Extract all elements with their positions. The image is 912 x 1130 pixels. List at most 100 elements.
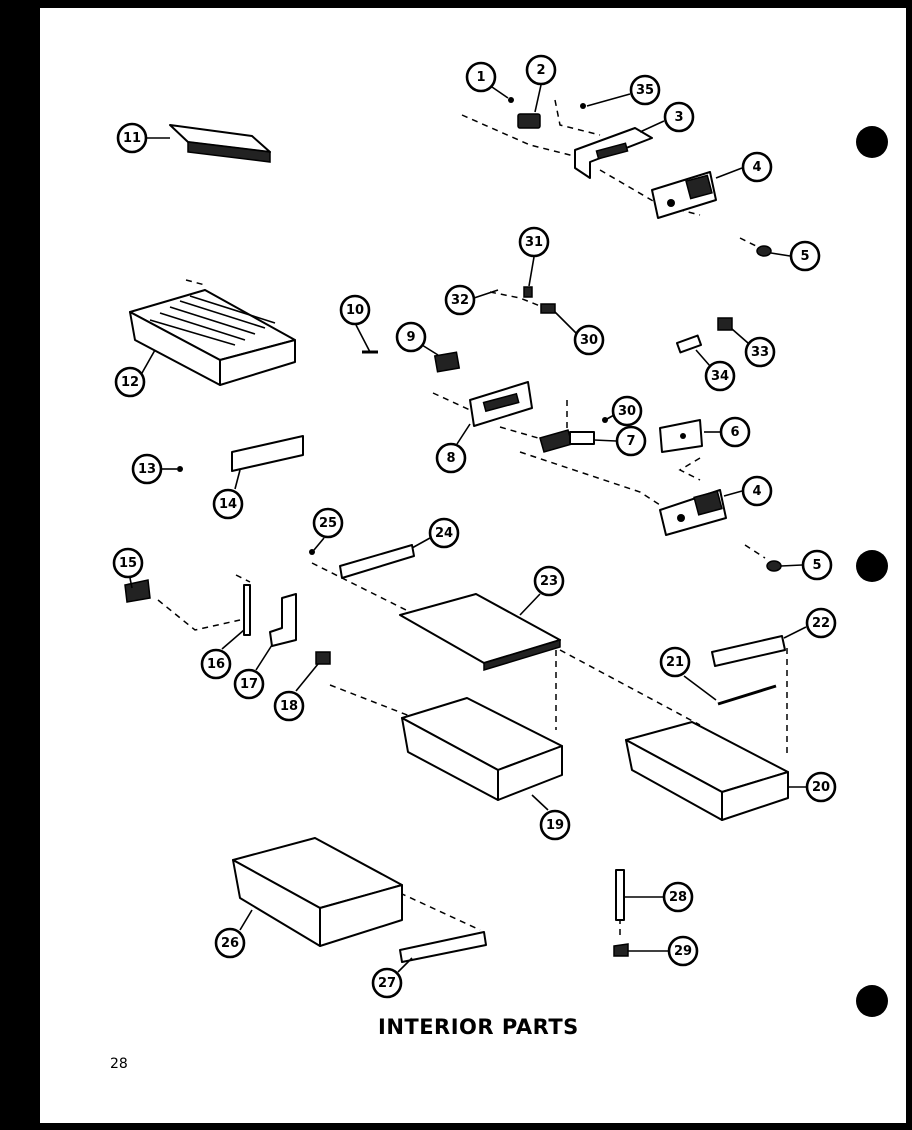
part-5-knob-lower [766,560,803,572]
callout-4: 4 [741,151,773,183]
callout-number: 30 [618,404,636,419]
callout-35: 35 [629,74,661,106]
callout-5: 5 [801,549,833,581]
part-11-ice-tray [147,124,271,163]
callout-number: 14 [219,497,237,512]
callout-25: 25 [312,507,344,539]
part-26-vegetable-drawer [232,837,403,947]
part-15-clip [124,577,151,603]
callout-number: 26 [221,936,239,951]
callout-11: 11 [116,122,148,154]
callout-1: 1 [465,61,497,93]
part-10-pin [355,324,378,354]
part-18-cap [295,651,331,692]
part-7-switch [539,414,617,453]
small-fastener-group [473,256,577,334]
callout-33: 33 [744,336,776,368]
callout-number: 17 [240,677,258,692]
callout-number: 23 [540,574,558,589]
callout-26: 26 [214,927,246,959]
part-33-34-sleeve [675,317,749,367]
callout-10: 10 [339,294,371,326]
callout-number: 1 [476,70,485,85]
part-13-screw [162,466,183,472]
callout-21: 21 [659,646,691,678]
callout-number: 3 [674,110,683,125]
callout-number: 30 [580,333,598,348]
part-12-ice-rack [129,289,296,386]
callout-number: 4 [752,160,761,175]
callout-number: 13 [138,462,156,477]
callout-4: 4 [741,475,773,507]
callout-number: 7 [626,434,635,449]
callout-number: 2 [536,63,545,78]
callout-22: 22 [805,607,837,639]
part-16-hinge [221,584,251,650]
callout-34: 34 [704,360,736,392]
part-21-strip [683,675,777,706]
part-25-screw [309,537,325,555]
callout-number: 31 [525,235,543,250]
callout-number: 9 [406,330,415,345]
callout-number: 22 [812,616,830,631]
callout-32: 32 [444,284,476,316]
callout-8: 8 [435,442,467,474]
callout-29: 29 [667,935,699,967]
callout-number: 4 [752,484,761,499]
callout-number: 35 [636,83,654,98]
callout-18: 18 [273,690,305,722]
part-23-glass-shelf [399,593,561,672]
callout-number: 32 [451,293,469,308]
callout-7: 7 [615,425,647,457]
callout-number: 21 [666,655,684,670]
diagram-title: INTERIOR PARTS [378,1015,579,1039]
callout-3: 3 [663,101,695,133]
callout-14: 14 [212,488,244,520]
callout-number: 27 [378,976,396,991]
part-9-bracket [421,344,461,373]
part-20-meat-pan [625,721,806,821]
callout-number: 5 [800,249,809,264]
callout-number: 20 [812,780,830,795]
part-5-knob-upper [756,245,791,257]
callout-number: 24 [435,526,453,541]
callout-number: 5 [812,558,821,573]
callout-20: 20 [805,771,837,803]
callout-number: 18 [280,699,298,714]
part-14-rail [231,435,304,490]
callout-6: 6 [719,416,751,448]
callout-number: 29 [674,944,692,959]
callout-number: 8 [446,451,455,466]
callout-27: 27 [371,967,403,999]
callout-30: 30 [573,324,605,356]
part-28-rod [615,869,663,921]
part-29-clip [613,943,668,957]
callout-number: 15 [119,556,137,571]
callout-5: 5 [789,240,821,272]
part-27-drawer-trim [397,931,487,973]
callout-number: 16 [207,657,225,672]
assembly-guide-lines [157,99,788,940]
callout-28: 28 [662,881,694,913]
part-4-control-panel-lower [659,489,743,536]
callout-number: 11 [123,131,141,146]
callout-23: 23 [533,565,565,597]
callout-number: 25 [319,516,337,531]
exploded-parts-diagram: 1235341153132303334109123067813414252415… [112,54,888,1017]
callout-number: 34 [711,369,729,384]
callout-number: 10 [346,303,364,318]
callout-number: 28 [669,890,687,905]
callout-17: 17 [233,668,265,700]
callout-31: 31 [518,226,550,258]
binder-holes [856,126,888,1017]
callout-number: 12 [121,375,139,390]
callout-16: 16 [200,648,232,680]
callout-number: 6 [730,425,739,440]
part-24-shelf-rail [339,537,431,579]
part-6-bracket [659,419,720,453]
callout-2: 2 [525,54,557,86]
callout-15: 15 [112,547,144,579]
part-19-crisper-drawer [401,697,563,811]
callout-12: 12 [114,366,146,398]
